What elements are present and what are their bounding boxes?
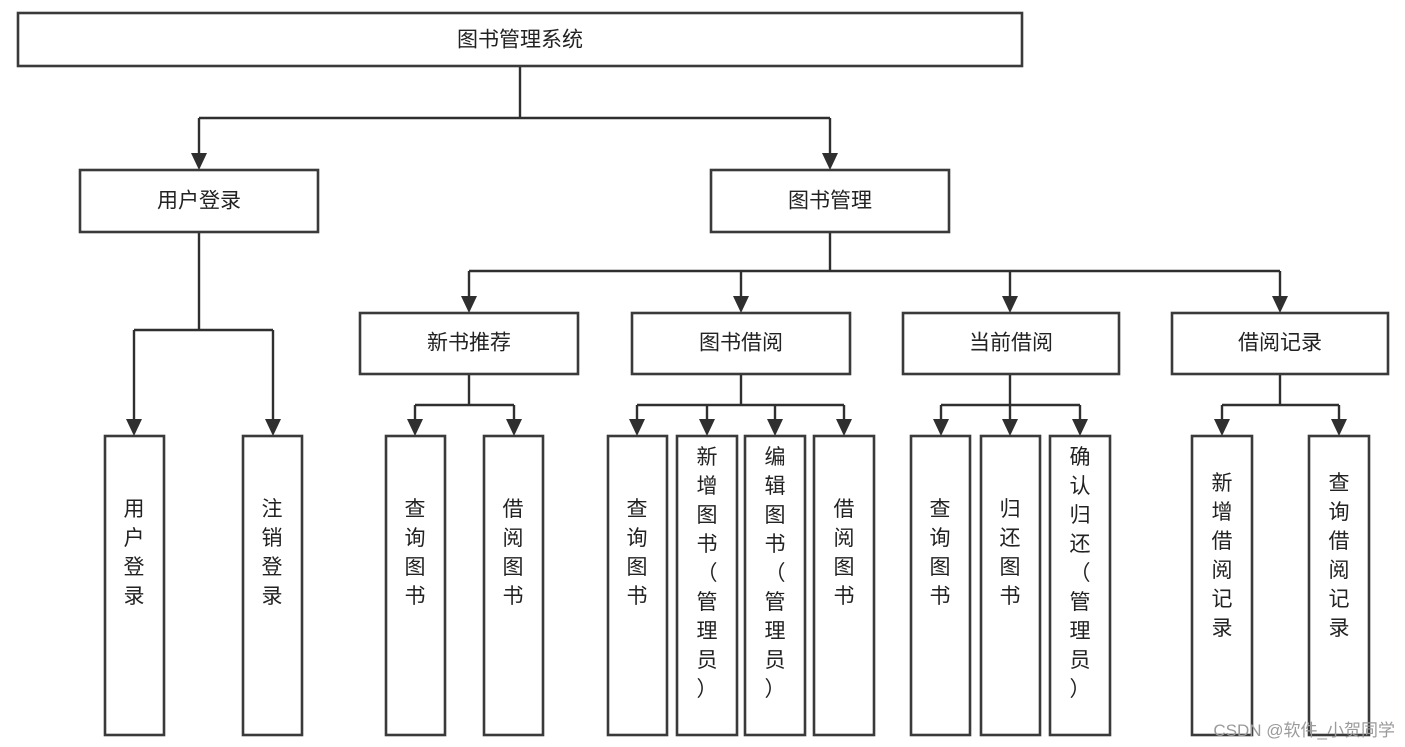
node-box-records[interactable] <box>1170 311 1390 376</box>
node-label-leaf9: 查询图书 <box>930 498 951 608</box>
arrow-head-borrow <box>733 296 749 313</box>
node-leaf7[interactable]: 编辑图书（管理员） <box>743 434 807 737</box>
node-label-leaf11: 确认归还（管理员） <box>1070 446 1091 701</box>
node-box-leaf4[interactable] <box>482 434 545 737</box>
node-box-leaf7[interactable] <box>743 434 807 737</box>
node-records[interactable]: 借阅记录 <box>1170 311 1390 376</box>
node-login[interactable]: 用户登录 <box>78 168 320 234</box>
arrow-head-bookmgmt <box>822 153 838 170</box>
node-label-leaf8: 借阅图书 <box>834 498 855 608</box>
node-leaf4[interactable]: 借阅图书 <box>482 434 545 737</box>
arrow-head-leaf9 <box>933 419 949 436</box>
node-current[interactable]: 当前借阅 <box>901 311 1121 376</box>
arrow-head-leaf3 <box>407 419 423 436</box>
node-bookmgmt[interactable]: 图书管理 <box>709 168 951 234</box>
node-leaf12[interactable]: 新增借阅记录 <box>1190 434 1254 737</box>
node-leaf2[interactable]: 注销登录 <box>241 434 304 737</box>
arrow-head-leaf1 <box>126 419 142 436</box>
node-box-leaf12[interactable] <box>1190 434 1254 737</box>
node-box-leaf9[interactable] <box>909 434 972 737</box>
node-label-leaf5: 查询图书 <box>627 498 648 608</box>
node-label-records: 借阅记录 <box>1238 332 1322 355</box>
node-label-leaf13: 查询借阅记录 <box>1329 472 1350 640</box>
node-box-leaf8[interactable] <box>812 434 876 737</box>
arrow-head-leaf12 <box>1214 419 1230 436</box>
node-box-login[interactable] <box>78 168 320 234</box>
node-label-leaf3: 查询图书 <box>405 498 426 608</box>
node-box-root[interactable] <box>16 11 1024 68</box>
node-label-leaf4: 借阅图书 <box>503 498 524 608</box>
arrow-head-leaf10 <box>1002 419 1018 436</box>
csdn-watermark: CSDN @软件_小贺同学 <box>1213 721 1395 740</box>
node-box-leaf3[interactable] <box>384 434 447 737</box>
node-newrec[interactable]: 新书推荐 <box>358 311 580 376</box>
node-box-leaf1[interactable] <box>103 434 166 737</box>
arrow-head-leaf4 <box>506 419 522 436</box>
arrow-head-leaf13 <box>1331 419 1347 436</box>
arrow-head-leaf2 <box>265 419 281 436</box>
arrow-head-current <box>1002 296 1018 313</box>
node-leaf3[interactable]: 查询图书 <box>384 434 447 737</box>
node-leaf11[interactable]: 确认归还（管理员） <box>1048 434 1112 737</box>
leaf-nodes-layer: 用户登录 注销登录 查询图书 借阅图书 查询图书 新增图书（管理员） <box>103 434 1371 737</box>
node-label-leaf2: 注销登录 <box>262 498 283 608</box>
node-label-borrow: 图书借阅 <box>699 332 783 355</box>
arrow-head-login <box>191 153 207 170</box>
node-box-leaf6[interactable] <box>675 434 739 737</box>
arrow-head-leaf7 <box>767 419 783 436</box>
node-box-leaf11[interactable] <box>1048 434 1112 737</box>
node-box-borrow[interactable] <box>630 311 852 376</box>
connector-layer <box>126 66 1347 436</box>
arrow-head-leaf5 <box>629 419 645 436</box>
node-leaf5[interactable]: 查询图书 <box>606 434 669 737</box>
node-leaf13[interactable]: 查询借阅记录 <box>1307 434 1371 737</box>
arrow-head-newrec <box>461 296 477 313</box>
node-label-leaf7: 编辑图书（管理员） <box>765 446 786 701</box>
arrow-head-leaf6 <box>699 419 715 436</box>
node-label-current: 当前借阅 <box>969 332 1053 355</box>
node-leaf9[interactable]: 查询图书 <box>909 434 972 737</box>
node-label-bookmgmt: 图书管理 <box>788 190 872 213</box>
node-label-leaf12: 新增借阅记录 <box>1212 472 1233 640</box>
node-label-leaf1: 用户登录 <box>124 498 145 608</box>
arrow-head-records <box>1272 296 1288 313</box>
node-box-leaf5[interactable] <box>606 434 669 737</box>
node-borrow[interactable]: 图书借阅 <box>630 311 852 376</box>
node-leaf1[interactable]: 用户登录 <box>103 434 166 737</box>
node-leaf6[interactable]: 新增图书（管理员） <box>675 434 739 737</box>
node-box-bookmgmt[interactable] <box>709 168 951 234</box>
arrow-head-leaf11 <box>1072 419 1088 436</box>
node-box-current[interactable] <box>901 311 1121 376</box>
arrow-head-leaf8 <box>836 419 852 436</box>
node-label-newrec: 新书推荐 <box>427 332 511 355</box>
node-box-leaf13[interactable] <box>1307 434 1371 737</box>
node-leaf8[interactable]: 借阅图书 <box>812 434 876 737</box>
node-label-leaf10: 归还图书 <box>1000 498 1021 608</box>
node-label-login: 用户登录 <box>157 190 241 213</box>
node-root[interactable]: 图书管理系统 <box>16 11 1024 68</box>
node-leaf10[interactable]: 归还图书 <box>979 434 1042 737</box>
node-box-newrec[interactable] <box>358 311 580 376</box>
node-box-leaf10[interactable] <box>979 434 1042 737</box>
node-box-leaf2[interactable] <box>241 434 304 737</box>
node-label-leaf6: 新增图书（管理员） <box>697 446 718 701</box>
node-label-root: 图书管理系统 <box>457 29 583 52</box>
